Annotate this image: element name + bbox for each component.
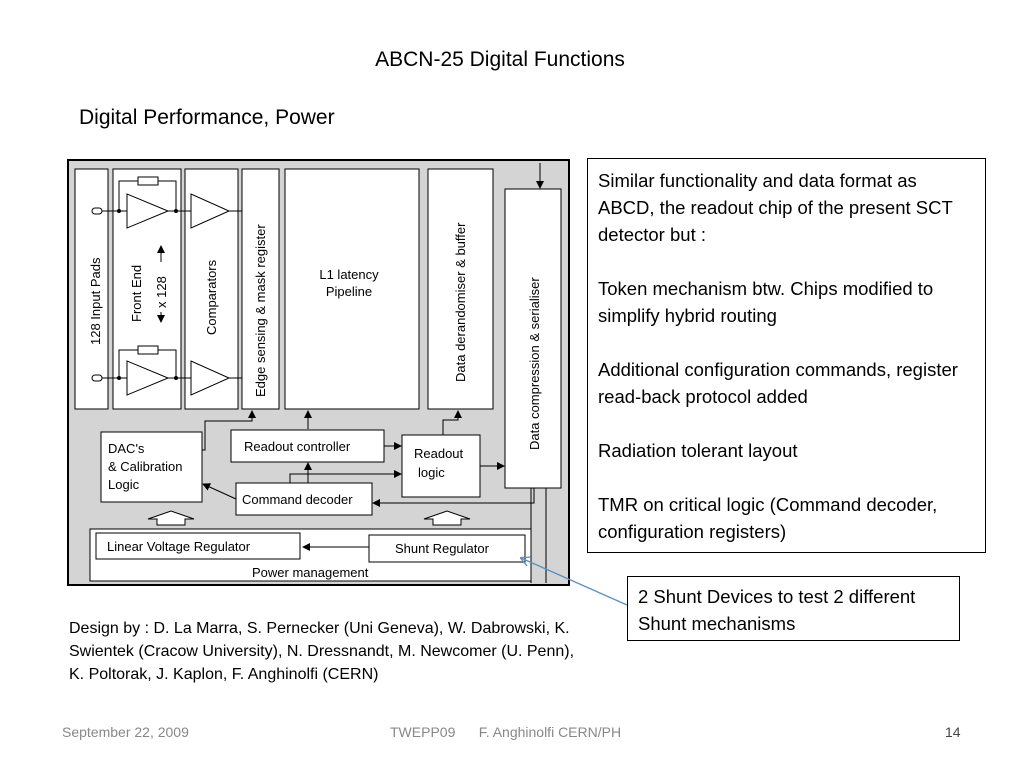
info-paragraph: Radiation tolerant layout (598, 440, 798, 461)
pipeline-label: Pipeline (326, 284, 372, 299)
pad-icon-bottom (91, 374, 103, 382)
page-number: 14 (945, 724, 961, 740)
callout-connector (521, 558, 628, 606)
derandomiser-label: Data derandomiser & buffer (453, 222, 468, 382)
derandomiser-block (427, 168, 494, 410)
info-paragraph: Similar functionality and data format as… (598, 170, 953, 245)
readout-logic-label-2: logic (418, 465, 445, 480)
feedback-resistor-icon-bottom (137, 345, 159, 355)
design-credits: Design by : D. La Marra, S. Pernecker (U… (69, 620, 575, 683)
readout-logic-label-1: Readout (414, 446, 464, 461)
shunt-regulator-block (368, 534, 526, 563)
edge-sensing-block (241, 168, 280, 410)
l1-latency-label: L1 latency (319, 267, 379, 282)
readout-controller-label: Readout controller (244, 439, 351, 454)
l1-pipeline-block (284, 168, 420, 410)
amplifier-icon-bottom (126, 360, 170, 396)
footer-center: TWEPP09 F. Anghinolfi CERN/PH (390, 724, 622, 740)
linear-regulator-label: Linear Voltage Regulator (107, 539, 251, 554)
comparator-icon-bottom (190, 360, 231, 396)
info-paragraph: Token mechanism btw. Chips modified to s… (598, 278, 934, 326)
input-pads-label: 128 Input Pads (88, 257, 103, 345)
input-pads-block (74, 168, 109, 410)
compression-block (504, 188, 562, 489)
shunt-regulator-label: Shunt Regulator (395, 541, 490, 556)
info-box: Similar functionality and data format as… (587, 158, 986, 553)
command-decoder-block (235, 482, 373, 516)
linear-regulator-block (95, 532, 301, 560)
dac-label-2: & Calibration (108, 459, 182, 474)
comparators-label: Comparators (204, 259, 219, 335)
footer-date: September 22, 2009 (62, 724, 189, 740)
dac-label-1: DAC's (108, 441, 145, 456)
front-end-count-label: x 128 (154, 276, 169, 308)
dac-calibration-block (100, 431, 203, 503)
callout-box: 2 Shunt Devices to test 2 different Shun… (627, 576, 960, 641)
slide-subtitle: Digital Performance, Power (79, 106, 335, 129)
amplifier-icon-top (126, 193, 170, 229)
info-paragraph: Additional configuration commands, regis… (598, 359, 958, 407)
dac-label-3: Logic (108, 477, 140, 492)
command-decoder-label: Command decoder (242, 492, 353, 507)
power-arrow-icon-right (423, 510, 471, 526)
pad-icon-top (91, 207, 103, 215)
power-arrow-icon-left (147, 510, 195, 526)
info-paragraph: TMR on critical logic (Command decoder, … (598, 494, 938, 542)
edge-sensing-label: Edge sensing & mask register (253, 224, 268, 397)
front-end-label: Front End (129, 265, 144, 322)
slide-title: ABCN-25 Digital Functions (375, 48, 625, 71)
feedback-resistor-icon-top (137, 176, 159, 186)
readout-logic-block (401, 434, 481, 498)
comparator-icon-top (190, 193, 231, 229)
power-management-label: Power management (252, 565, 369, 580)
compression-label: Data compression & serialiser (527, 277, 542, 450)
